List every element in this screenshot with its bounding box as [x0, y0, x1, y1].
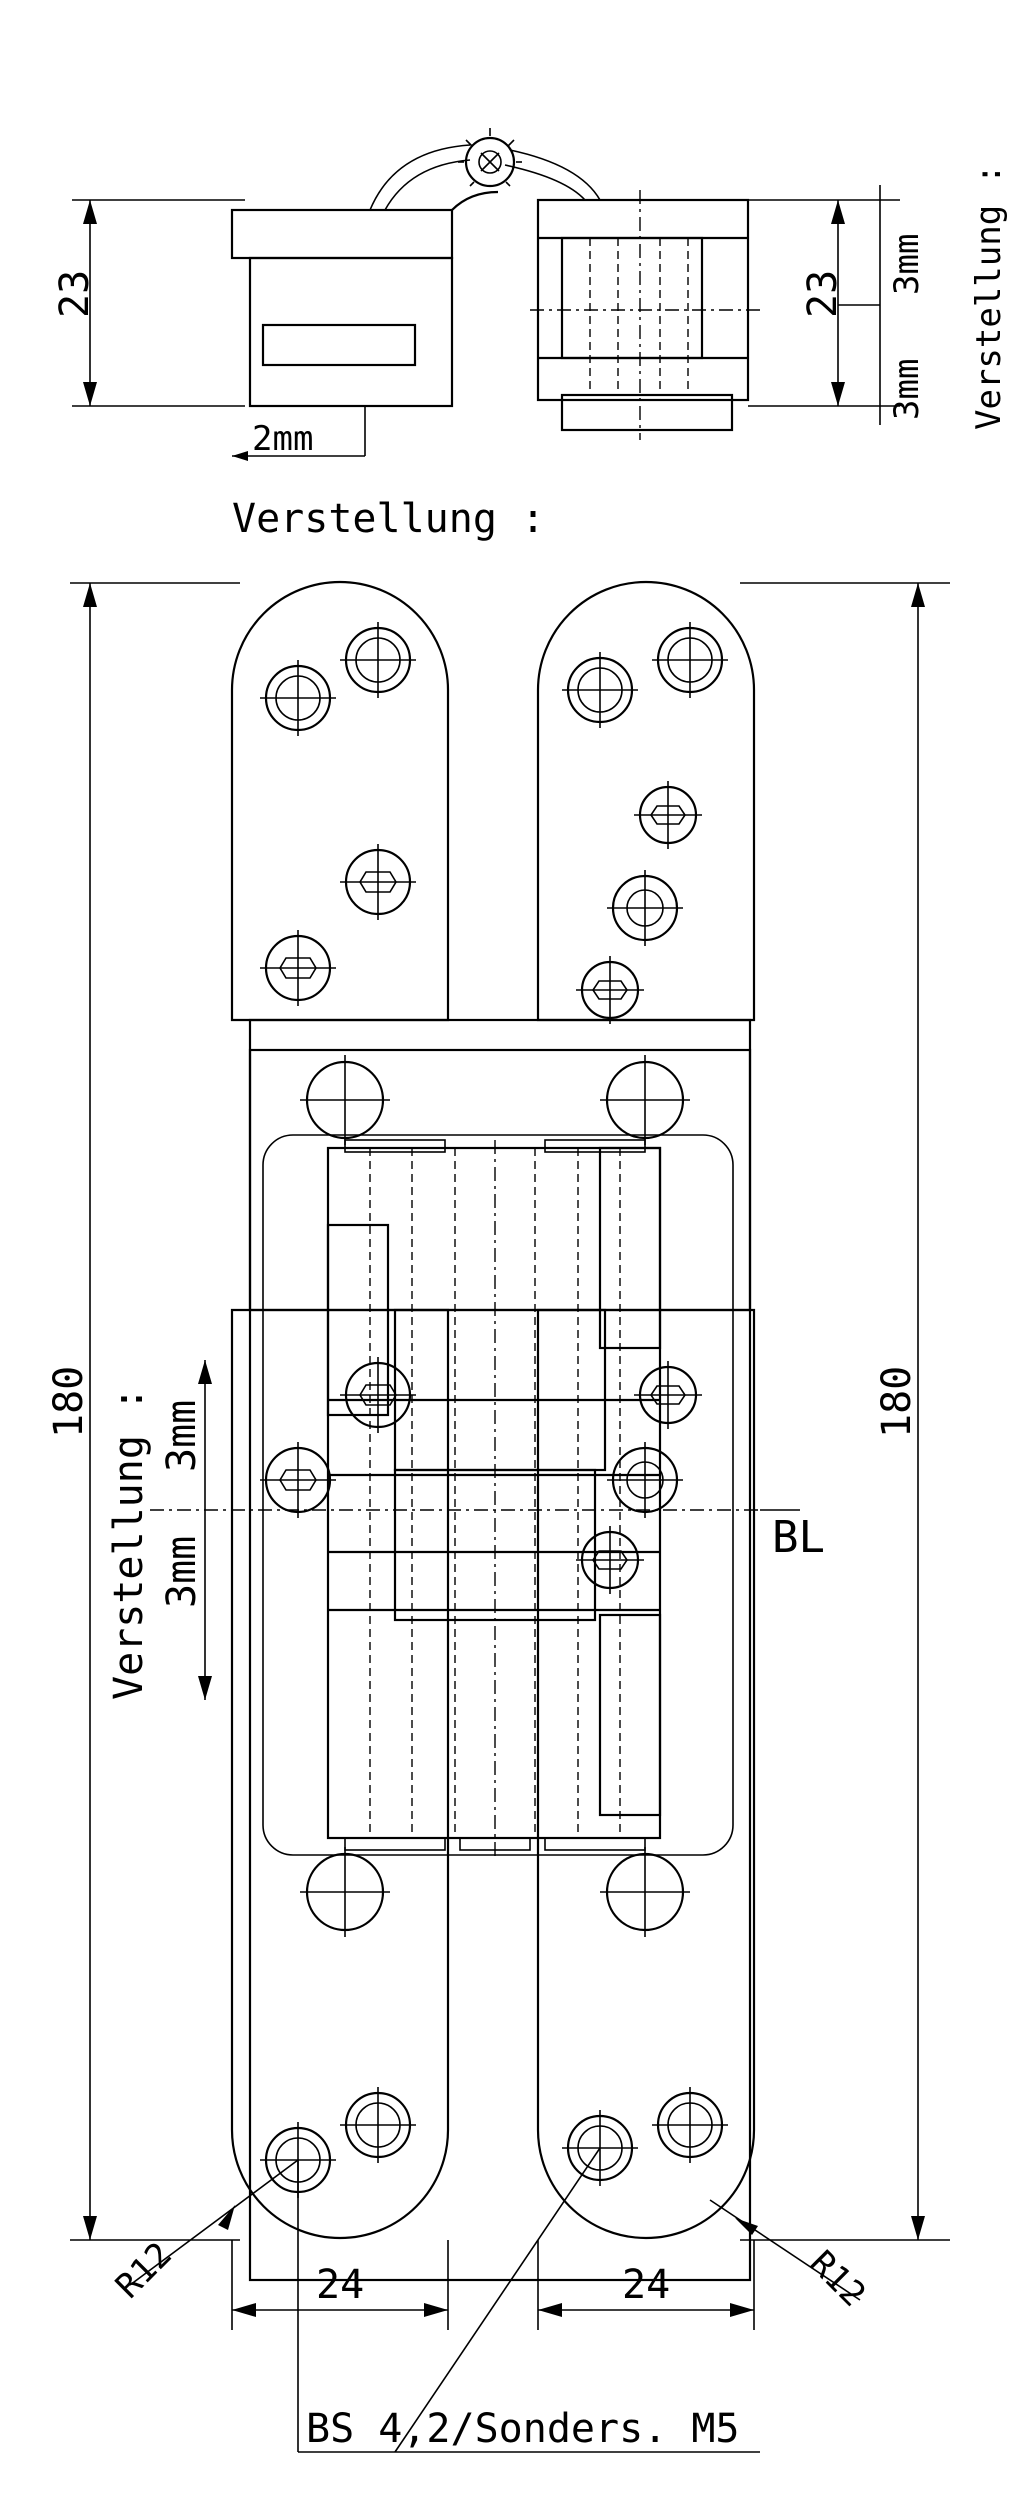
adjusting-knob [464, 136, 516, 188]
top-offset-label: 2mm [252, 419, 313, 459]
top-adjust-up-label: 3mm [887, 234, 927, 295]
reference-line-label: BL [772, 1512, 825, 1563]
width-right-label: 24 [622, 2262, 670, 2308]
top-height-right-label: 23 [800, 270, 846, 318]
top-height-left-label: 23 [52, 270, 98, 318]
front-adjust-down-label: 3mm [159, 1536, 205, 1608]
top-adjust-title-vertical: Verstellung : [969, 164, 1009, 430]
radius-left-label: R12 [108, 2235, 180, 2307]
front-height-right-label: 180 [874, 1366, 920, 1438]
front-adjust-title: Verstellung : [106, 1387, 152, 1700]
top-adjust-down-label: 3mm [887, 359, 927, 420]
width-left-label: 24 [316, 2262, 364, 2308]
top-view [72, 128, 900, 461]
screw-note-label: BS 4,2/Sonders. M5 [306, 2406, 739, 2452]
screw-holes [260, 622, 728, 2198]
front-adjust-up-label: 3mm [159, 1400, 205, 1472]
front-height-left-label: 180 [46, 1366, 92, 1438]
top-adjust-title-horizontal: Verstellung : [232, 496, 545, 542]
front-view [70, 580, 950, 2453]
radius-right-label: R12 [802, 2243, 874, 2315]
